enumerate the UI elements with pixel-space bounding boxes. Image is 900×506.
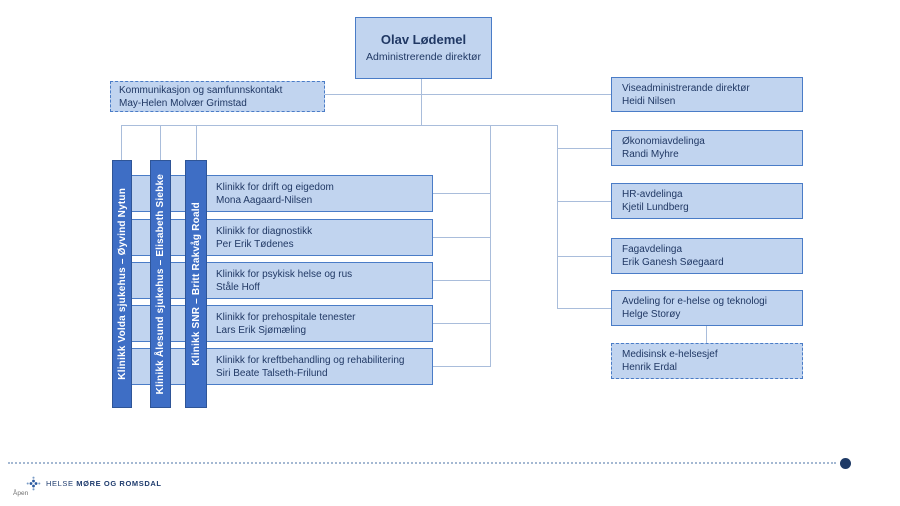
logo-text-prefix: HELSE: [46, 479, 74, 488]
unit-label: Klinikk for kreftbehandling og rehabilit…: [216, 354, 405, 366]
connector-line: [433, 323, 490, 324]
connector-line: [325, 94, 611, 95]
org-box-kommunikasjon: Kommunikasjon og samfunnskontakt May-Hel…: [110, 81, 325, 112]
unit-label: Klinikk for drift og eigedom: [216, 181, 334, 193]
bar-label: Klinikk Volda sjukehus – Øyvind Nytun: [116, 188, 128, 380]
org-box-ceo: Olav Lødemel Administrerende direktør: [355, 17, 492, 79]
leader-name: Lars Erik Sjømæling: [216, 324, 307, 336]
org-box-medisinsk-e-helsesjef: Medisinsk e-helsesjef Henrik Erdal: [611, 343, 803, 379]
leader-name: Siri Beate Talseth-Frilund: [216, 367, 328, 379]
classification-label: Åpen: [13, 490, 29, 497]
bar-label: Klinikk SNR – Britt Rakvåg Roald: [190, 202, 202, 366]
unit-label: Klinikk for diagnostikk: [216, 225, 313, 237]
connector-line: [490, 125, 491, 367]
divider-end-dot: [840, 458, 851, 469]
leader-name: Mona Aagaard-Nilsen: [216, 194, 313, 206]
connector-line: [557, 125, 558, 309]
bar-label: Klinikk Ålesund sjukehus – Elisabeth Sie…: [155, 173, 166, 395]
leader-name: Erik Ganesh Søegaard: [622, 257, 724, 268]
connector-line: [557, 148, 611, 149]
leader-name: Kjetil Lundberg: [622, 202, 689, 213]
org-box-viseadministrerande-direktor: Viseadministrerande direktør Heidi Nilse…: [611, 77, 803, 112]
connector-line: [557, 201, 611, 202]
unit-label: Fagavdelinga: [622, 244, 683, 255]
connector-line: [433, 366, 490, 367]
connector-line: [433, 193, 490, 194]
unit-label: Klinikk for psykisk helse og rus: [216, 268, 353, 280]
unit-label: Økonomiavdelinga: [622, 136, 705, 147]
leader-name: Per Erik Tødenes: [216, 238, 294, 250]
leader-name: Ståle Hoff: [216, 281, 260, 293]
logo-text: HELSE MØRE OG ROMSDAL: [46, 479, 162, 488]
connector-line: [557, 256, 611, 257]
connector-line: [706, 326, 707, 343]
connector-line: [160, 125, 161, 160]
unit-label: Avdeling for e-helse og teknologi: [622, 296, 767, 307]
org-bar-klinikk-volda: Klinikk Volda sjukehus – Øyvind Nytun: [112, 160, 132, 408]
unit-label: Viseadministrerande direktør: [622, 82, 750, 94]
connector-line: [433, 280, 490, 281]
connector-line: [433, 237, 490, 238]
connector-line: [121, 125, 557, 126]
connector-line: [421, 79, 422, 125]
ceo-name: Olav Lødemel: [380, 31, 467, 47]
unit-label: Medisinsk e-helsesjef: [622, 349, 718, 360]
leader-name: May-Helen Molvær Grimstad: [119, 97, 247, 109]
connector-line: [557, 308, 611, 309]
logo-text-name: MØRE OG ROMSDAL: [76, 479, 162, 488]
connector-line: [121, 125, 122, 160]
leader-name: Randi Myhre: [622, 149, 679, 160]
unit-label: Kommunikasjon og samfunnskontakt: [119, 84, 283, 96]
org-box-okonomiavdelinga: Økonomiavdelinga Randi Myhre: [611, 130, 803, 166]
helse-more-og-romsdal-logo: HELSE MØRE OG ROMSDAL: [26, 476, 162, 491]
leader-name: Heidi Nilsen: [622, 95, 676, 107]
org-bar-klinikk-snr: Klinikk SNR – Britt Rakvåg Roald: [185, 160, 207, 408]
org-box-e-helse-og-teknologi: Avdeling for e-helse og teknologi Helge …: [611, 290, 803, 326]
logo-dots-icon: [26, 476, 41, 491]
connector-line: [196, 125, 197, 160]
footer-dotted-divider: [8, 462, 836, 464]
org-bar-klinikk-alesund: Klinikk Ålesund sjukehus – Elisabeth Sie…: [150, 160, 171, 408]
leader-name: Helge Storøy: [622, 309, 681, 320]
org-box-hr-avdelinga: HR-avdelinga Kjetil Lundberg: [611, 183, 803, 219]
org-box-fagavdelinga: Fagavdelinga Erik Ganesh Søegaard: [611, 238, 803, 274]
leader-name: Henrik Erdal: [622, 362, 678, 373]
unit-label: Klinikk for prehospitale tenester: [216, 311, 356, 323]
ceo-title: Administrerende direktør: [366, 50, 481, 63]
unit-label: HR-avdelinga: [622, 189, 683, 200]
